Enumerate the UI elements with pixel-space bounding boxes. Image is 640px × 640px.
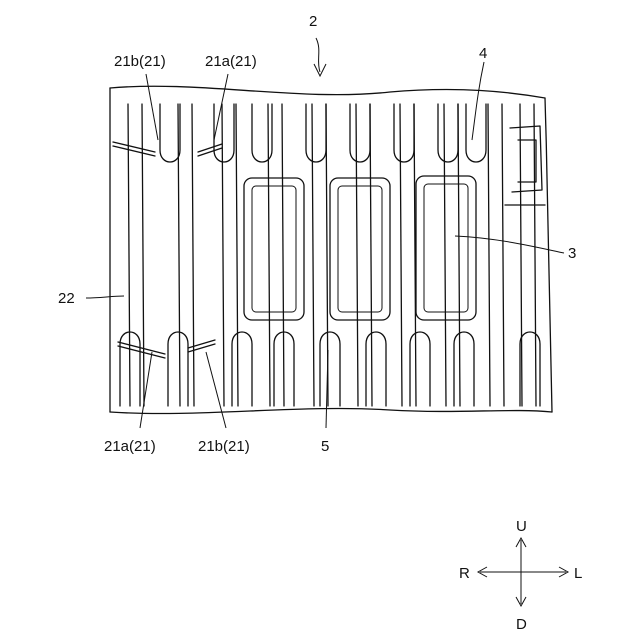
lower-connectors (118, 340, 215, 358)
lower-tab (366, 332, 386, 406)
ref-label-21b-top: 21b(21) (114, 53, 166, 70)
ref-label-5: 5 (321, 438, 329, 455)
lower-tab (520, 332, 540, 406)
ref-label-2: 2 (309, 13, 317, 30)
lower-tab (168, 332, 188, 406)
slat-edge (502, 104, 504, 406)
slat-edge (268, 104, 270, 406)
slat-edge (488, 104, 490, 406)
lower-tabs (120, 332, 540, 406)
slats (128, 104, 536, 406)
window-inner-3 (424, 184, 468, 312)
slat-edge (356, 104, 358, 406)
lower-tab (232, 332, 252, 406)
compass-left-side-label: L (574, 565, 582, 582)
lower-tab (320, 332, 340, 406)
slat-edge (444, 104, 446, 406)
upper-tab (438, 104, 458, 162)
ref-label-3: 3 (568, 245, 576, 262)
leader-lines (86, 38, 564, 428)
compass-right-side-label: R (459, 565, 470, 582)
slat-edge (236, 104, 238, 406)
upper-tab (252, 104, 272, 162)
upper-tab (306, 104, 326, 162)
compass-down-label: D (516, 616, 527, 633)
upper-connectors (113, 142, 222, 156)
compass-up-label: U (516, 518, 527, 535)
ref-label-22: 22 (58, 290, 75, 307)
lower-tab (410, 332, 430, 406)
upper-tab (214, 104, 234, 162)
ref-label-21a-bottom: 21a(21) (104, 438, 156, 455)
upper-tab (350, 104, 370, 162)
upper-tab (394, 104, 414, 162)
slat-edge (222, 104, 224, 406)
direction-compass: U D R L (459, 518, 582, 633)
window-frame-2 (330, 178, 390, 320)
slat-edge (192, 104, 194, 406)
window-frame-3 (416, 176, 476, 320)
upper-tab (160, 104, 180, 162)
window-inner-1 (252, 186, 296, 312)
lower-tab (454, 332, 474, 406)
slat-edge (282, 104, 284, 406)
window-frame-1 (244, 178, 304, 320)
right-bracket (505, 126, 545, 205)
slat-edge (312, 104, 314, 406)
window-inner-2 (338, 186, 382, 312)
slat-edge (400, 104, 402, 406)
ref-label-21a-top: 21a(21) (205, 53, 257, 70)
ref-label-21b-bottom: 21b(21) (198, 438, 250, 455)
windows (244, 176, 476, 320)
upper-tabs (160, 104, 486, 162)
ref-label-4: 4 (479, 45, 487, 62)
